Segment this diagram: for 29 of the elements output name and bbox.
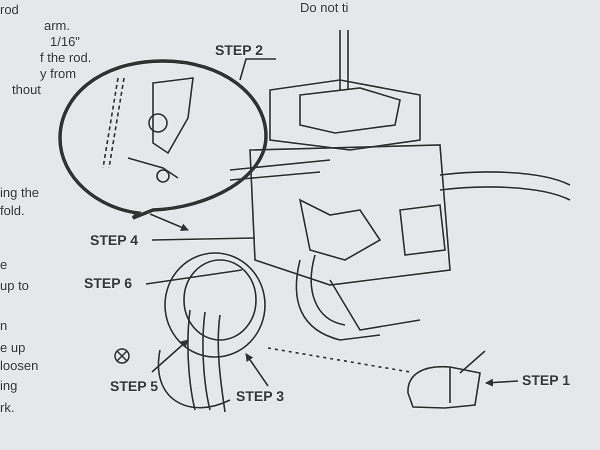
step-label: STEP 6 (84, 275, 132, 291)
instruction-text: y from (40, 66, 76, 81)
leader-line (146, 269, 242, 285)
step-label: STEP 2 (215, 42, 263, 58)
instruction-text: 1/16" (50, 34, 80, 49)
leader-line (151, 339, 189, 373)
instruction-text: loosen (0, 358, 38, 373)
step-label: STEP 3 (236, 388, 284, 404)
instruction-text: fold. (0, 203, 25, 218)
leader-line (150, 213, 189, 231)
instruction-text: arm. (44, 18, 70, 33)
instruction-text: up to (0, 278, 29, 293)
step-label: STEP 1 (522, 372, 570, 388)
leader-line (245, 353, 269, 386)
arrow (485, 378, 518, 387)
step-label: STEP 4 (90, 232, 138, 248)
instruction-text: f the rod. (40, 50, 92, 65)
instruction-text: Do not ti (300, 0, 348, 15)
instruction-text: n (0, 318, 8, 333)
leader-line (152, 237, 256, 241)
leader-line (239, 58, 276, 80)
instruction-text: ing the (0, 185, 40, 200)
instruction-text: e (0, 257, 8, 272)
instruction-text: rod (0, 2, 19, 17)
instruction-text: e up (0, 340, 26, 355)
instruction-text: thout (12, 82, 41, 97)
instruction-text: ing (0, 378, 18, 393)
instruction-text: rk. (0, 400, 14, 415)
step-label: STEP 5 (110, 378, 158, 394)
